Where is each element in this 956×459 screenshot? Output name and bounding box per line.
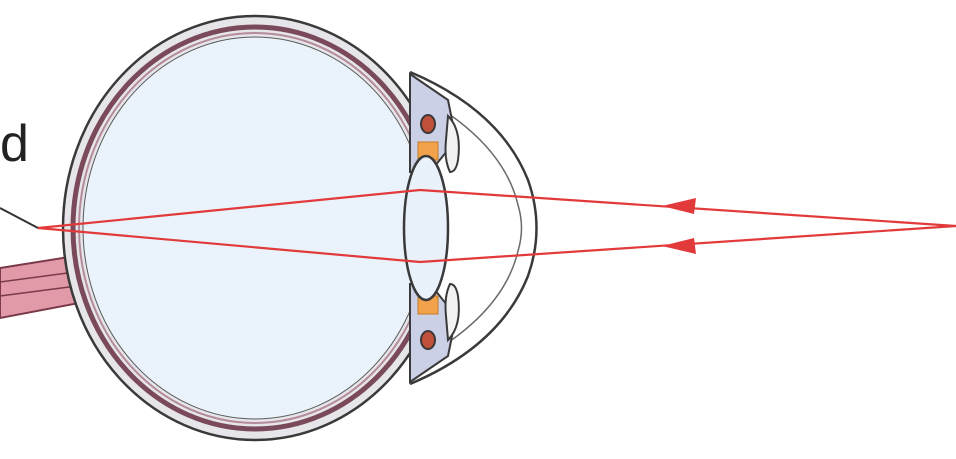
arrowhead-left-icon xyxy=(662,198,696,214)
ciliary-muscle-lower-icon xyxy=(421,331,435,349)
diagram-label: d xyxy=(0,118,29,170)
arrowhead-left-icon xyxy=(662,238,696,254)
vitreous-body xyxy=(83,37,427,419)
ciliary-muscle-upper-icon xyxy=(421,115,435,133)
lens xyxy=(404,156,448,300)
label-leader-line xyxy=(0,208,38,228)
